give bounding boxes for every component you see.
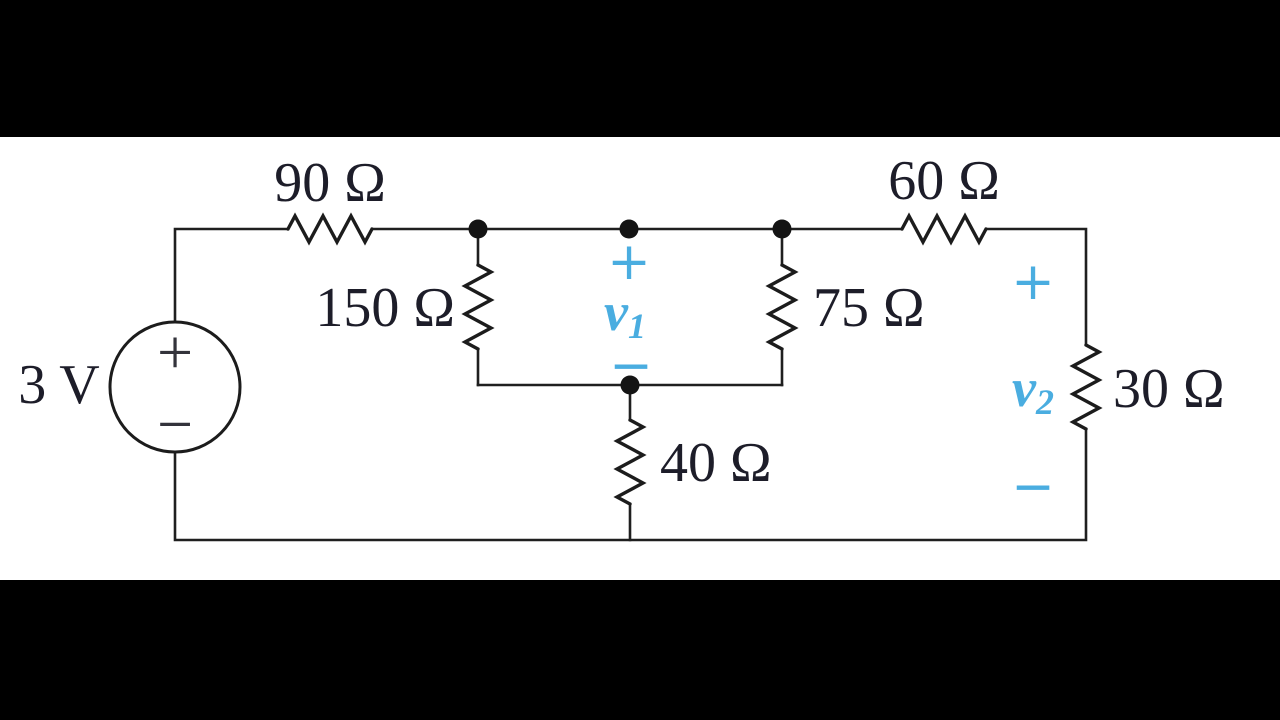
- resistor-75-label: 75 Ω: [813, 277, 925, 339]
- resistor-40-symbol: [613, 418, 647, 506]
- wire-top-right: [984, 227, 1088, 347]
- resistor-40-label: 40 Ω: [660, 432, 772, 494]
- source-plus-icon: +: [157, 317, 193, 388]
- v2-label-base: v: [1012, 358, 1037, 418]
- v2-label: v2: [1012, 358, 1054, 422]
- node-dot-top-left: [468, 219, 488, 239]
- node-dot-bottom-middle: [620, 375, 640, 395]
- voltage-source-symbol: [108, 320, 242, 454]
- resistor-75-symbol: [765, 263, 799, 351]
- v1-label: v1: [604, 282, 646, 346]
- resistor-60-label: 60 Ω: [888, 150, 1000, 212]
- v2-label-subscript: 2: [1035, 382, 1054, 422]
- letterbox-top: [0, 0, 1280, 137]
- node-dot-top-right: [772, 219, 792, 239]
- resistor-90-symbol: [286, 212, 374, 246]
- v1-minus-icon: −: [609, 336, 653, 396]
- resistor-30-label: 30 Ω: [1113, 358, 1225, 420]
- resistor-90-label: 90 Ω: [274, 152, 386, 214]
- v1-plus-icon: +: [607, 232, 651, 292]
- wire-top-left: [173, 227, 290, 324]
- node-dot-top-middle: [619, 219, 639, 239]
- v2-minus-icon: −: [1011, 457, 1055, 517]
- v1-label-base: v: [604, 282, 629, 342]
- resistor-150-label: 150 Ω: [315, 277, 455, 339]
- resistor-30-symbol: [1069, 343, 1103, 431]
- v2-plus-icon: +: [1011, 252, 1055, 312]
- resistor-150-symbol: [461, 263, 495, 351]
- resistor-60-symbol: [900, 212, 988, 246]
- source-value-label: 3 V: [18, 354, 99, 416]
- v1-label-subscript: 1: [628, 306, 646, 346]
- letterbox-bottom: [0, 580, 1280, 720]
- source-minus-icon: −: [157, 389, 193, 460]
